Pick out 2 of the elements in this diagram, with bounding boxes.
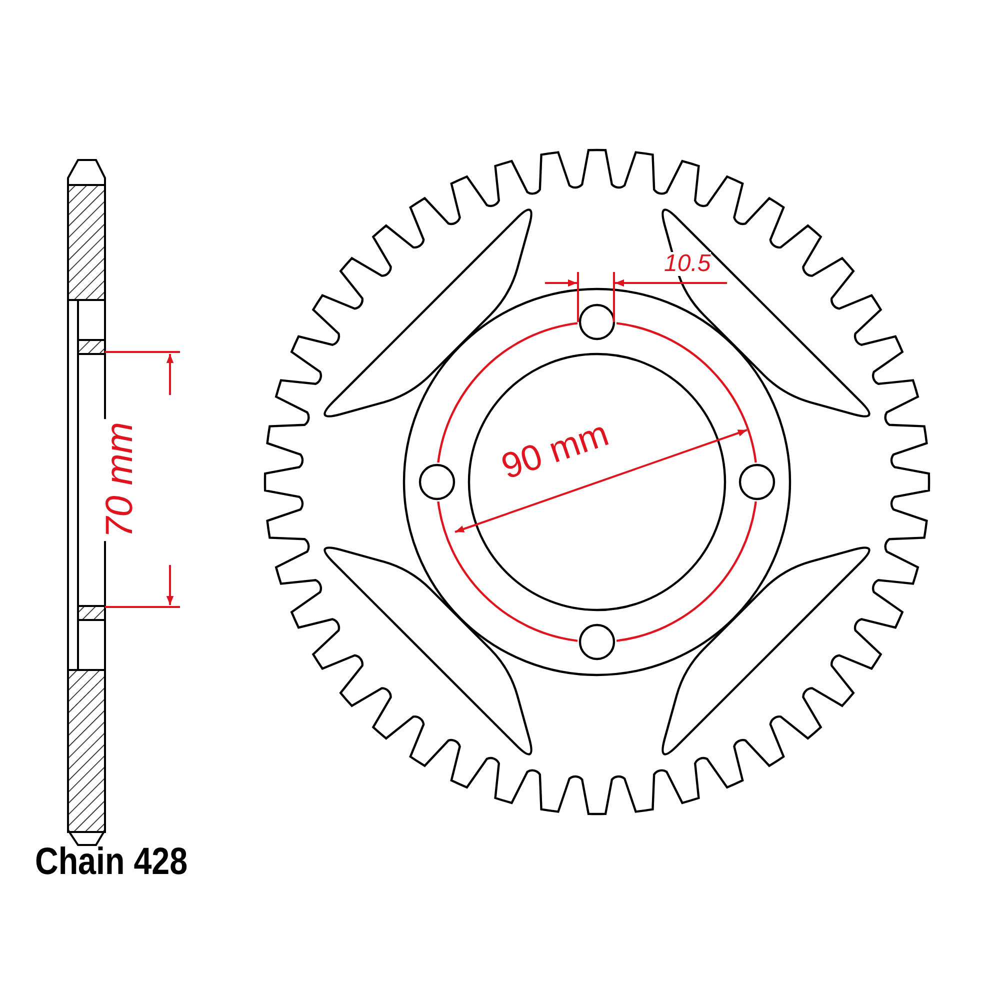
dimension-label: 10.5	[664, 252, 711, 276]
caption-text: Chain 428	[35, 843, 188, 881]
